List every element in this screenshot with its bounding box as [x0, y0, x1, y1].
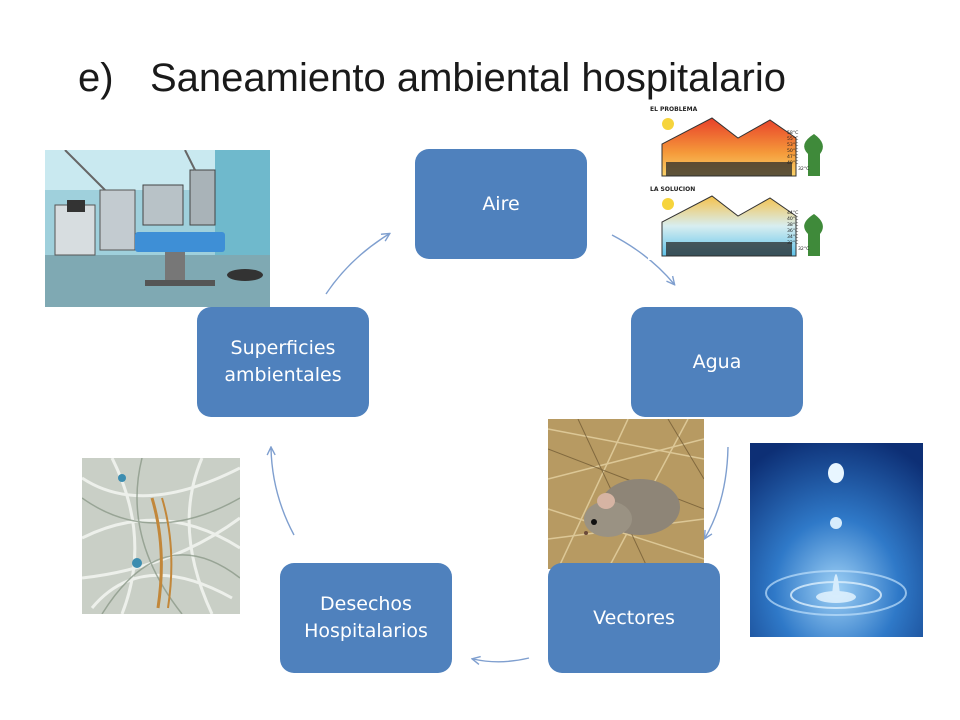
solution-temps-label: 32°C	[798, 246, 809, 252]
water-drop-photo	[750, 443, 923, 637]
solution-temps-label: 44°C	[787, 210, 798, 216]
problem-temps-label: 32°C	[798, 166, 809, 172]
arrow-desechos-to-superficies	[271, 448, 295, 536]
cycle-node-agua: Agua	[631, 307, 803, 417]
cycle-node-desechos-hospitalarios: Desechos Hospitalarios	[280, 563, 452, 673]
solution-temps-label: 34°C	[787, 234, 798, 240]
hospital-waste-photo	[82, 458, 240, 614]
arrow-vectores-to-desechos	[473, 658, 530, 662]
problem-temps-label: 55°C	[787, 136, 798, 142]
operating-room-photo	[45, 150, 270, 307]
solution-temps-label: 38°C	[787, 222, 798, 228]
problem-temps-label: 40°C	[787, 160, 798, 166]
cycle-node-superficies-ambientales: Superficies ambientales	[197, 307, 369, 417]
cycle-node-aire: Aire	[415, 149, 587, 259]
arrow-superficies-to-aire	[325, 234, 389, 295]
solution-temps-label: 32°C	[787, 240, 798, 246]
cycle-node-vectores: Vectores	[548, 563, 720, 673]
mouse-photo	[548, 419, 704, 569]
arrow-agua-to-vectores	[705, 446, 729, 538]
problem-temps-label: 53°C	[787, 142, 798, 148]
problem-heading: EL PROBLEMA	[650, 106, 698, 113]
title-list-marker: e)	[78, 55, 114, 100]
problem-temps-label: 50°C	[787, 148, 798, 154]
problem-temps-label: 58°C	[787, 130, 798, 136]
problem-temps-label: 47°C	[787, 154, 798, 160]
title-text: Saneamiento ambiental hospitalario	[150, 55, 786, 100]
solution-heading: LA SOLUCION	[650, 186, 695, 193]
solution-temps-label: 40°C	[787, 216, 798, 222]
solution-temps-label: 36°C	[787, 228, 798, 234]
slide-title: e) Saneamiento ambiental hospitalario	[78, 52, 786, 104]
